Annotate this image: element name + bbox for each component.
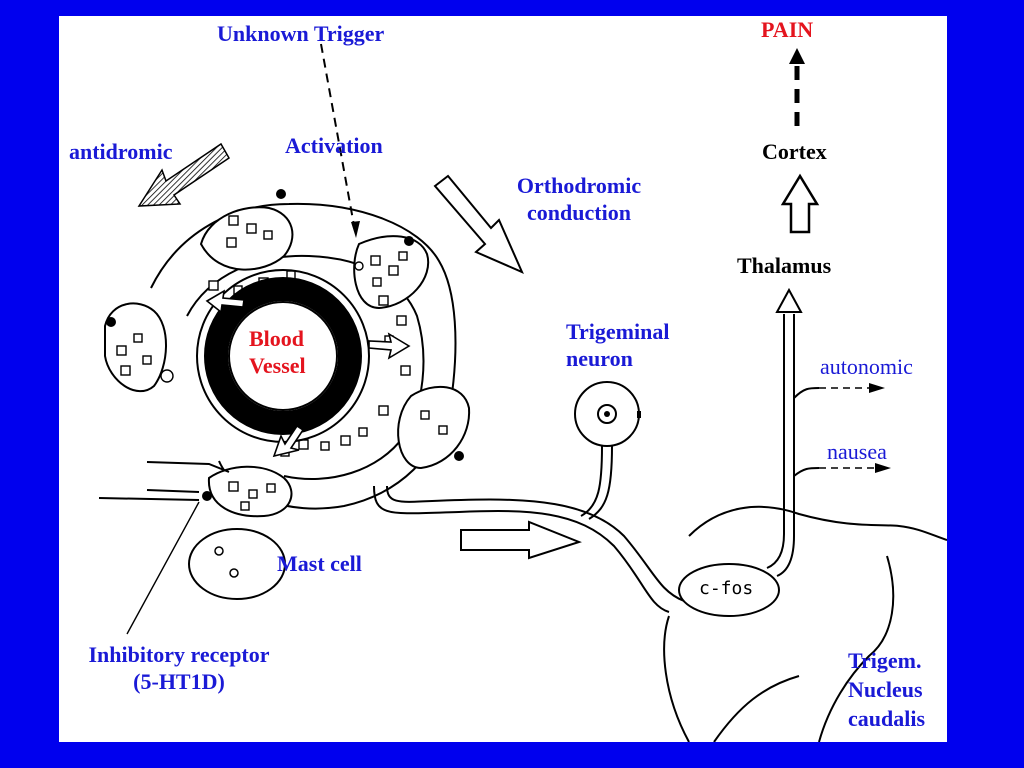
inhibitory-line-1: Inhibitory receptor: [88, 642, 270, 667]
antidromic-arrow: [137, 142, 230, 207]
autonomic-arrowhead: [869, 383, 885, 393]
vessel-arrow-right: [368, 332, 411, 360]
activation-label: Activation: [285, 133, 383, 158]
cortex-label: Cortex: [762, 139, 827, 164]
trigger-arrowhead: [351, 221, 360, 238]
conduction-arrow-lower: [460, 520, 582, 560]
terminal-left: [104, 302, 167, 393]
autonomic-branch: [793, 387, 820, 399]
trigeminal-line-1: Trigeminal: [566, 319, 670, 344]
migraine-pathway-illustration: [98, 43, 947, 742]
ascending-tract-right: [766, 314, 785, 569]
mast-cell: [188, 528, 286, 600]
pain-arrowhead: [789, 48, 805, 64]
trigger-dashed-line: [320, 43, 356, 232]
cfos-oval: [678, 563, 780, 617]
outer-nerve-ring: [150, 202, 457, 510]
blood-vessel-wall: [204, 277, 362, 435]
orthodromic-arrow: [433, 174, 524, 274]
trigem-line-3: caudalis: [848, 706, 926, 731]
mast-cell-label: Mast cell: [277, 551, 362, 576]
nucleus-outline-right: [818, 555, 895, 742]
trigem-line-2: Nucleus: [848, 677, 923, 702]
nausea-arrowhead: [875, 463, 891, 473]
trigeminal-neuron-label: Trigeminal neuron: [566, 318, 669, 372]
nucleus-outline-left: [663, 615, 690, 742]
blood-vessel-label: Blood Vessel: [249, 325, 306, 379]
antidromic-label: antidromic: [69, 139, 173, 164]
trigeminal-axon-upper: [373, 485, 670, 613]
neuron-process: [580, 445, 603, 517]
blood-vessel-lumen: [228, 301, 338, 411]
nausea-branch: [793, 467, 820, 477]
vesicles: [116, 215, 448, 511]
diagram-panel: Unknown Trigger PAIN antidromic Activati…: [59, 16, 947, 742]
brainstem-outline: [688, 505, 947, 541]
trigeminal-axon-lower: [386, 485, 685, 602]
trigem-line-1: Trigem.: [848, 648, 922, 673]
orthodromic-line-2: conduction: [527, 200, 631, 225]
nausea-label: nausea: [827, 439, 887, 464]
trigeminal-nucleus-label: Trigem. Nucleus caudalis: [848, 646, 925, 733]
orthodromic-line-1: Orthodromic: [516, 173, 642, 198]
receptor-dots: [106, 189, 464, 501]
vessel-arrow-top: [205, 289, 245, 314]
pain-label: PAIN: [761, 17, 814, 42]
fibre-left-bottom: [98, 497, 200, 501]
fibre-left-upper: [146, 461, 230, 473]
thalamus-arrowhead: [775, 287, 803, 313]
inhibitory-pointer-line: [126, 501, 200, 635]
unknown-trigger-label: Unknown Trigger: [217, 21, 385, 46]
trigeminal-line-2: neuron: [566, 346, 633, 371]
autonomic-label: autonomic: [820, 354, 913, 379]
blood-vessel-line-2: Vessel: [249, 353, 306, 378]
cfos-label: c-fos: [699, 578, 754, 599]
terminal-top-left: [199, 206, 294, 271]
cortex-arrow: [780, 173, 820, 234]
inhibitory-receptor-label: Inhibitory receptor (5-HT1D): [59, 641, 299, 695]
ascending-tract-left: [776, 314, 795, 577]
vessel-arrow-bottom: [272, 424, 305, 458]
fibre-left-lower: [146, 489, 200, 493]
orthodromic-label: Orthodromic conduction: [489, 172, 669, 226]
blood-vessel-line-1: Blood: [249, 326, 305, 351]
thalamus-label: Thalamus: [737, 253, 832, 278]
terminal-right-bottom: [397, 385, 471, 470]
inhibitory-line-2: (5-HT1D): [133, 669, 225, 694]
